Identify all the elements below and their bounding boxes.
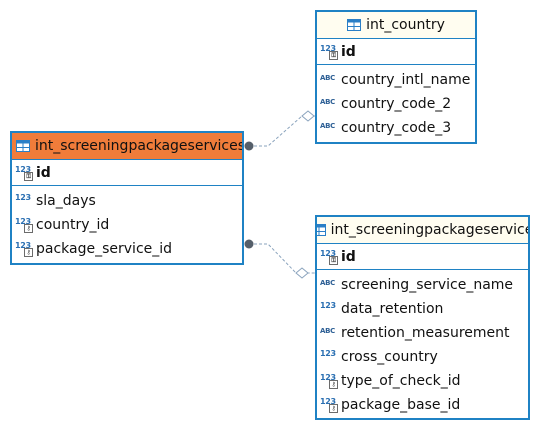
entity-header-int-country[interactable]: int_country [317,12,475,39]
entity-title: int_screeningpackageservicesla [35,138,242,154]
column-name: data_retention [341,301,444,317]
text-type-icon: ABC [320,122,335,130]
column-row-retention-measurement[interactable]: ABC retention_measurement [317,321,528,345]
table-icon [317,224,326,236]
column-section: ABC country_intl_name ABC country_code_2… [317,65,475,140]
column-row-id[interactable]: 123⚿ id [12,160,51,185]
numeric-type-icon: 123 [15,193,31,202]
text-type-icon: ABC [320,74,335,82]
column-name: id [36,164,51,181]
column-row-id[interactable]: 123⚿ id [317,244,356,269]
column-row-country-intl-name[interactable]: ABC country_intl_name [317,68,475,92]
column-name: package_base_id [341,397,461,413]
column-name: sla_days [36,193,96,209]
column-name: retention_measurement [341,325,510,341]
column-section: ABC screening_service_name 123 data_rete… [317,270,528,417]
column-row-package-service-id[interactable]: 123⚷ package_service_id [12,237,242,261]
numeric-foreign-key-type-icon: 123⚷ [320,397,339,413]
column-row-screening-service-name[interactable]: ABC screening_service_name [317,273,528,297]
entity-title: int_country [366,17,445,33]
entity-int-country[interactable]: int_country 123⚿ id ABC country_intl_nam… [315,10,477,144]
column-name: type_of_check_id [341,373,461,389]
numeric-type-icon: 123 [320,301,336,310]
column-name: package_service_id [36,241,173,257]
entity-header-int-screeningpackageservicesla[interactable]: int_screeningpackageservicesla [12,133,242,160]
column-section: 123 sla_days 123⚷ country_id 123⚷ packag… [12,186,242,261]
column-name: country_code_2 [341,96,452,112]
relationship-target-diamond-service [295,267,309,279]
column-row-package-base-id[interactable]: 123⚷ package_base_id [317,393,528,417]
column-name: id [341,248,356,265]
text-type-icon: ABC [320,327,335,335]
text-type-icon: ABC [320,279,335,287]
column-name: country_id [36,217,110,233]
column-row-data-retention[interactable]: 123 data_retention [317,297,528,321]
numeric-foreign-key-type-icon: 123⚷ [320,373,339,389]
column-row-cross-country[interactable]: 123 cross_country [317,345,528,369]
relationship-line-country[interactable] [249,115,316,147]
primary-key-section: 123⚿ id [317,39,475,65]
entity-int-screeningpackageservice[interactable]: int_screeningpackageservice 123⚿ id ABC … [315,215,530,420]
text-type-icon: ABC [320,98,335,106]
column-name: screening_service_name [341,277,514,293]
table-icon [347,19,362,31]
column-row-country-code-3[interactable]: ABC country_code_3 [317,116,475,140]
primary-key-section: 123⚿ id [12,160,242,186]
relationship-target-diamond-country [301,110,315,122]
relationship-line-service[interactable] [249,243,316,274]
numeric-foreign-key-type-icon: 123⚷ [15,241,34,257]
column-name: country_intl_name [341,72,471,88]
numeric-key-type-icon: 123⚿ [320,249,339,265]
entity-int-screeningpackageservicesla[interactable]: int_screeningpackageservicesla 123⚿ id 1… [10,131,244,265]
column-row-id[interactable]: 123⚿ id [317,39,356,64]
numeric-key-type-icon: 123⚿ [320,44,339,60]
entity-header-int-screeningpackageservice[interactable]: int_screeningpackageservice [317,217,528,244]
numeric-key-type-icon: 123⚿ [15,165,34,181]
column-row-type-of-check-id[interactable]: 123⚷ type_of_check_id [317,369,528,393]
numeric-foreign-key-type-icon: 123⚷ [15,217,34,233]
column-row-sla-days[interactable]: 123 sla_days [12,189,242,213]
column-row-country-code-2[interactable]: ABC country_code_2 [317,92,475,116]
entity-title: int_screeningpackageservice [330,222,528,238]
relationship-source-dot-service [244,239,254,249]
relationship-source-dot-country [244,141,254,151]
column-name: country_code_3 [341,120,452,136]
column-name: cross_country [341,349,438,365]
column-row-country-id[interactable]: 123⚷ country_id [12,213,242,237]
primary-key-section: 123⚿ id [317,244,528,270]
numeric-type-icon: 123 [320,349,336,358]
column-name: id [341,43,356,60]
table-icon [16,140,30,152]
